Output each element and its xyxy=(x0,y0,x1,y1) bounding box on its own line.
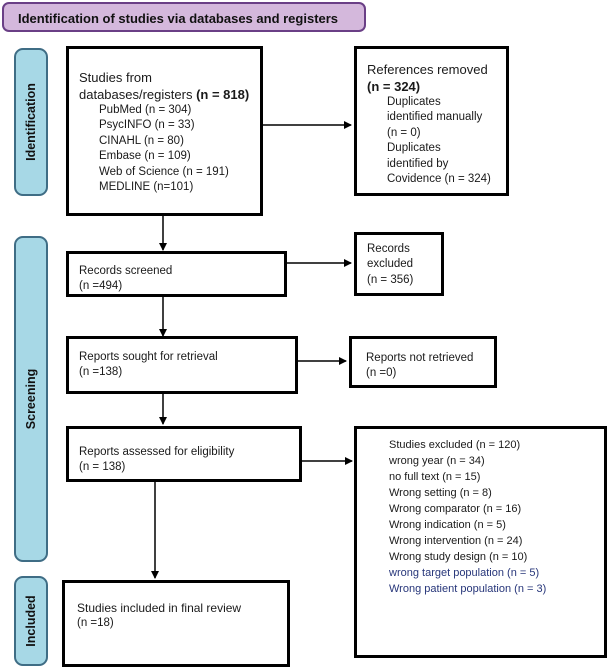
studies-from-line1: Studies from xyxy=(79,70,152,85)
phase-bar-screening: Screening xyxy=(14,236,48,562)
source-item: MEDLINE (n=101) xyxy=(99,181,194,194)
box-records-screened: Records screened (n =494) xyxy=(66,251,287,297)
studies-included-count: (n =18) xyxy=(77,617,114,630)
references-removed-line: identified by xyxy=(387,157,449,170)
source-item: Embase (n = 109) xyxy=(99,150,191,163)
records-screened-title: Records screened xyxy=(79,265,173,277)
records-screened-count: (n =494) xyxy=(79,280,123,293)
studies-excluded-reason: Wrong setting (n = 8) xyxy=(389,487,492,499)
studies-excluded-reason: wrong year (n = 34) xyxy=(389,455,485,467)
references-removed-line: identified manually xyxy=(387,111,483,124)
box-reports-not-retrieved: Reports not retrieved (n =0) xyxy=(349,336,497,388)
studies-included-title: Studies included in final review xyxy=(77,601,242,615)
references-removed-line: Duplicates xyxy=(387,142,441,155)
studies-excluded-reason: Wrong comparator (n = 16) xyxy=(389,503,522,515)
reports-assessed-count: (n = 138) xyxy=(79,461,126,474)
reports-sought-count: (n =138) xyxy=(79,366,123,379)
studies-excluded-reason: Wrong intervention (n = 24) xyxy=(389,535,523,547)
source-item: PsycINFO (n = 33) xyxy=(99,119,195,132)
reports-not-retrieved-count: (n =0) xyxy=(366,367,397,380)
box-references-removed: References removed (n = 324) Duplicates … xyxy=(354,46,509,196)
reports-assessed-title: Reports assessed for eligibility xyxy=(79,446,235,458)
reports-not-retrieved-title: Reports not retrieved xyxy=(366,352,474,364)
box-studies-from-databases: Studies from databases/registers (n = 81… xyxy=(66,46,263,216)
phase-bar-identification: Identification xyxy=(14,48,48,196)
references-removed-count: (n = 324) xyxy=(367,79,421,94)
source-item: PubMed (n = 304) xyxy=(99,104,192,116)
studies-excluded-reason: Wrong study design (n = 10) xyxy=(389,551,528,563)
studies-excluded-reason: Studies excluded (n = 120) xyxy=(389,439,521,451)
references-removed-line: (n = 0) xyxy=(387,126,421,139)
references-removed-title: References removed xyxy=(367,62,488,77)
box-reports-sought: Reports sought for retrieval (n =138) xyxy=(66,336,298,394)
box-studies-included: Studies included in final review (n =18) xyxy=(62,580,290,667)
studies-excluded-reason-highlight: wrong target population (n = 5) xyxy=(389,567,540,579)
studies-from-count: (n = 818) xyxy=(196,87,250,102)
phase-bar-included: Included xyxy=(14,576,48,666)
studies-from-line2-wrap: databases/registers (n = 818) xyxy=(79,86,260,103)
diagram-header: Identification of studies via databases … xyxy=(2,2,366,32)
header-title: Identification of studies via databases … xyxy=(18,11,339,26)
studies-from-line2: databases/registers xyxy=(79,87,193,102)
references-removed-line: Duplicates xyxy=(387,96,441,108)
studies-excluded-reason: Wrong indication (n = 5) xyxy=(389,519,506,531)
studies-excluded-reason-highlight: Wrong patient population (n = 3) xyxy=(389,583,547,595)
source-item: Web of Science (n = 191) xyxy=(99,165,229,178)
box-studies-excluded: Studies excluded (n = 120) wrong year (n… xyxy=(354,426,607,658)
records-excluded-line1: Records xyxy=(367,243,410,255)
studies-excluded-reason: no full text (n = 15) xyxy=(389,471,481,483)
records-excluded-count: (n = 356) xyxy=(367,273,414,286)
box-reports-assessed: Reports assessed for eligibility (n = 13… xyxy=(66,426,302,482)
reports-sought-title: Reports sought for retrieval xyxy=(79,351,218,363)
records-excluded-line2: excluded xyxy=(367,258,414,271)
box-records-excluded: Records excluded (n = 356) xyxy=(354,232,444,296)
references-removed-line: Covidence (n = 324) xyxy=(387,173,491,186)
source-item: CINAHL (n = 80) xyxy=(99,134,184,147)
